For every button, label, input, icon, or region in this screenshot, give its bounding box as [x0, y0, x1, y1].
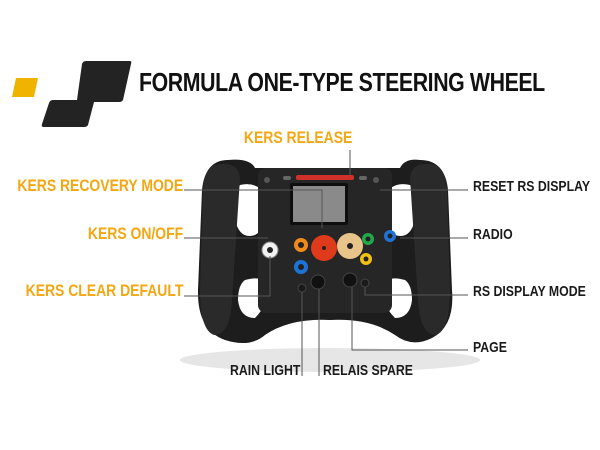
rain-light-button[interactable]	[297, 283, 307, 293]
blue-button-left-center	[298, 264, 304, 270]
leader-kers-recovery-mode	[184, 189, 323, 228]
label-kers-on-off: KERS ON/OFF	[87, 224, 183, 243]
blue-button-right-center	[387, 233, 393, 239]
screw-left	[264, 177, 270, 183]
wheel-shadow	[180, 348, 480, 372]
logo-black-checker	[41, 61, 132, 127]
logo-yellow-block	[12, 78, 38, 97]
leader-lines	[184, 150, 468, 376]
white-button-center	[267, 247, 273, 253]
page-title: FORMULA ONE-TYPE STEERING WHEEL	[139, 67, 545, 97]
steering-wheel	[197, 159, 453, 344]
label-relais-spare: RELAIS SPARE	[323, 362, 413, 379]
label-rs-display-mode: RS DISPLAY MODE	[473, 283, 586, 300]
label-kers-recovery-mode: KERS RECOVERY MODE	[17, 176, 183, 195]
tan-rotary-center	[347, 243, 353, 249]
led-right	[359, 176, 367, 180]
left-grip	[200, 163, 240, 335]
green-button-center	[365, 236, 371, 242]
label-page: PAGE	[473, 339, 507, 356]
yellow-button-center	[363, 256, 369, 262]
leader-page	[351, 287, 468, 351]
leader-kers-clear-default	[184, 256, 271, 297]
rs-display-mode-button[interactable]	[360, 278, 370, 288]
brand-logo	[12, 61, 132, 127]
led-left	[283, 176, 291, 180]
label-kers-release: KERS RELEASE	[243, 128, 353, 147]
black-rotary-right[interactable]	[342, 272, 358, 288]
lcd-screen	[293, 186, 345, 222]
shift-light-bar	[296, 175, 354, 180]
screw-right	[373, 177, 379, 183]
leader-rs-display-mode	[364, 287, 468, 296]
label-kers-clear-default: KERS CLEAR DEFAULT	[25, 281, 183, 300]
label-reset-rs-display: RESET RS DISPLAY	[473, 178, 591, 195]
red-rotary-center	[322, 246, 326, 250]
black-rotary-left[interactable]	[310, 274, 326, 290]
right-grip	[410, 163, 450, 335]
label-rain-light: RAIN LIGHT	[230, 362, 301, 379]
orange-button-center	[298, 242, 304, 248]
label-radio: RADIO	[473, 226, 513, 243]
